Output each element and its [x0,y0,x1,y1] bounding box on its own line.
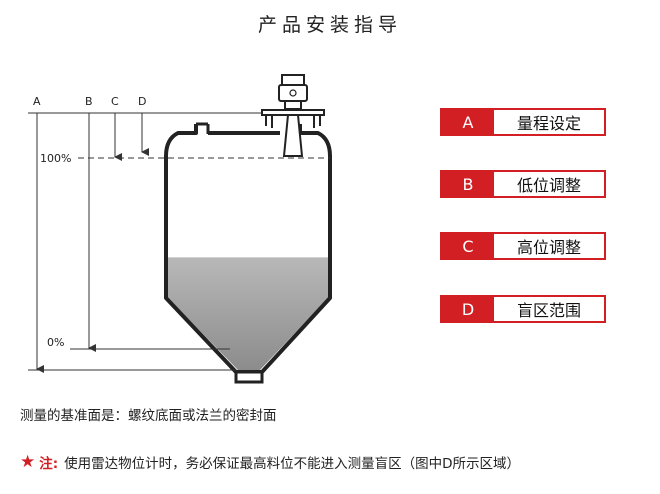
dimension-c-label: C [111,95,119,108]
legend-label: 盲区范围 [494,297,604,321]
material-fill [168,257,328,370]
legend-key: A [442,110,494,134]
warning-note: ★ 注: 使用雷达物位计时，务必保证最高料位不能进入测量盲区（图中D所示区域） [20,452,520,472]
legend-label: 量程设定 [494,110,604,134]
legend-label: 高位调整 [494,234,604,258]
legend-item-c: C 高位调整 [440,232,606,260]
dimension-a-label: A [33,95,41,108]
legend-item-a: A 量程设定 [440,108,606,136]
dimension-d-label: D [138,95,146,108]
legend-key: C [442,234,494,258]
warning-prefix: 注: [39,456,59,472]
legend-key: B [442,172,494,196]
reference-note: 测量的基准面是：螺纹底面或法兰的密封面 [20,408,277,424]
warning-text: 使用雷达物位计时，务必保证最高料位不能进入测量盲区（图中D所示区域） [64,456,521,472]
percent-low-label: 0% [47,336,64,349]
legend-item-b: B 低位调整 [440,170,606,198]
tank-outlet [234,370,264,384]
dimension-b-label: B [85,95,93,108]
legend-item-d: D 盲区范围 [440,295,606,323]
star-icon: ★ [20,451,36,472]
radar-sensor [261,74,325,157]
legend-key: D [442,297,494,321]
legend-label: 低位调整 [494,172,604,196]
page-title: 产品安装指导 [257,14,402,36]
percent-high-label: 100% [40,152,71,165]
